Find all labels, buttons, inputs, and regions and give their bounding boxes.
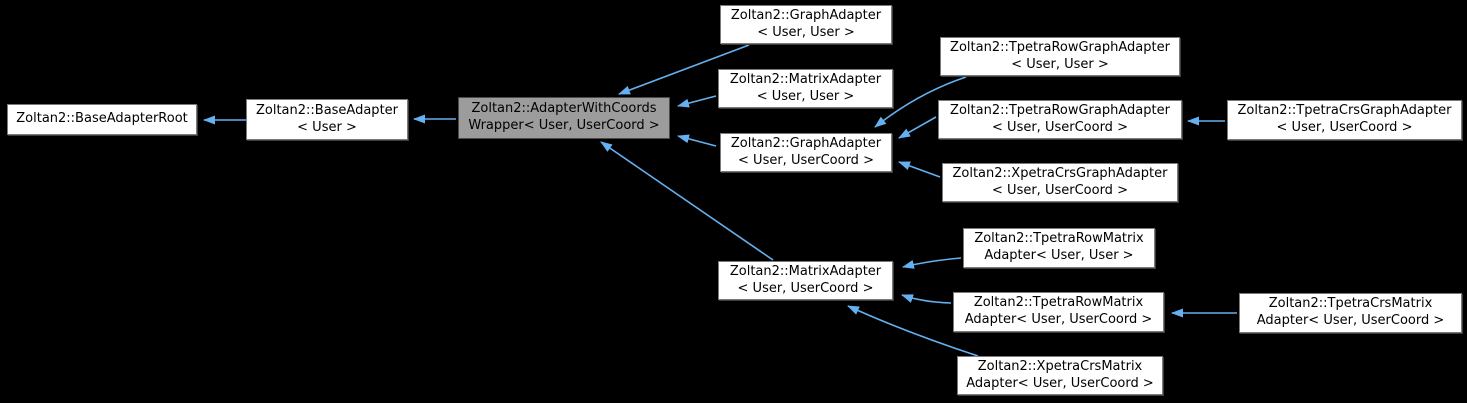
node-label-line1: Zoltan2::BaseAdapterRoot [16,111,188,127]
node-label-line1: Zoltan2::XpetraCrsGraphAdapter [952,165,1168,181]
node-label-line2: Adapter< User, UserCoord > [964,312,1153,327]
node-label-line1: Zoltan2::GraphAdapter [730,135,882,151]
edge-xpetracrsgraph-uuc-to-ga-uuc [898,161,941,178]
node-graph-adapter-user-usercoord[interactable]: Zoltan2::GraphAdapter< User, UserCoord > [720,133,892,172]
edge-matrixadapter-uu-to-wrapper [677,95,717,108]
node-label-line1: Zoltan2::TpetraRowGraphAdapter [950,102,1170,118]
node-label-line1: Zoltan2::TpetraRowMatrix [974,231,1144,247]
node-label-line1: Zoltan2::MatrixAdapter [729,263,882,279]
node-label-line1: Zoltan2::XpetraCrsMatrix [977,358,1143,374]
node-label-line2: Adapter< User, UserCoord > [966,375,1154,391]
edge-tpetrarowgraph-uu-to-ga-uuc [874,76,967,128]
node-label-line1: Zoltan2::BaseAdapter [255,102,399,118]
node-base-adapter[interactable]: Zoltan2::BaseAdapter< User > [246,99,408,140]
edge-matrixadapter-uuc-to-wrapper [600,141,774,261]
node-label-line1: Zoltan2::AdapterWithCoords [471,101,657,117]
node-label-line2: < User, UserCoord > [992,182,1128,198]
edge-graphadapter-uu-to-wrapper [618,44,750,95]
node-label-line1: Zoltan2::TpetraRowGraphAdapter [950,39,1170,55]
node-label-line2: < User, User > [1011,56,1109,72]
node-label-line2: < User, UserCoord > [1276,120,1413,135]
node-tpetra-row-graph-adapter-user-user[interactable]: Zoltan2::TpetraRowGraphAdapter< User, Us… [940,37,1180,76]
edge-graphadapter-uuc-to-wrapper [677,134,717,147]
node-label-line2: Adapter< User, User > [984,248,1134,263]
edge-tpetrarowmatrix-uuc-to-ma-uuc [901,294,952,304]
edge-tpetrarowmatrix-uu-to-ma-uuc [902,257,962,269]
node-label-line2: < User > [297,119,357,135]
node-label-line1: Zoltan2::GraphAdapter [730,7,882,23]
node-label-line2: Adapter< User, UserCoord > [1256,313,1445,328]
node-label-line2: < User, User > [757,24,855,40]
edge-tpetrarowgraph-uuc-to-ga-uuc [898,116,937,139]
node-label-line1: Zoltan2::TpetraCrsGraphAdapter [1237,103,1452,119]
node-label-line2: < User, User > [756,88,855,104]
node-label-line2: Wrapper< User, UserCoord > [468,118,660,133]
node-label-line2: < User, UserCoord > [992,119,1128,135]
node-label-line2: < User, UserCoord > [737,280,874,296]
node-label-line1: Zoltan2::TpetraCrsMatrix [1268,296,1433,312]
node-tpetra-row-graph-adapter-user-usercoord[interactable]: Zoltan2::TpetraRowGraphAdapter< User, Us… [938,100,1182,139]
node-label-line1: Zoltan2::MatrixAdapter [729,71,882,87]
node-label-line1: Zoltan2::TpetraRowMatrix [973,295,1144,311]
node-matrix-adapter-user-usercoord[interactable]: Zoltan2::MatrixAdapter< User, UserCoord … [718,261,893,300]
edge-xpetracrsmatrix-uuc-to-ma-uuc [847,305,979,357]
node-xpetra-crs-graph-adapter-user-usercoord[interactable]: Zoltan2::XpetraCrsGraphAdapter< User, Us… [942,163,1178,202]
node-label-line2: < User, UserCoord > [738,152,874,168]
node-tpetra-crs-graph-adapter-user-usercoord[interactable]: Zoltan2::TpetraCrsGraphAdapter< User, Us… [1227,100,1462,140]
node-matrix-adapter-user-user[interactable]: Zoltan2::MatrixAdapter< User, User > [718,69,893,108]
node-base-adapter-root[interactable]: Zoltan2::BaseAdapterRoot [7,104,197,135]
node-graph-adapter-user-user[interactable]: Zoltan2::GraphAdapter< User, User > [720,5,892,44]
